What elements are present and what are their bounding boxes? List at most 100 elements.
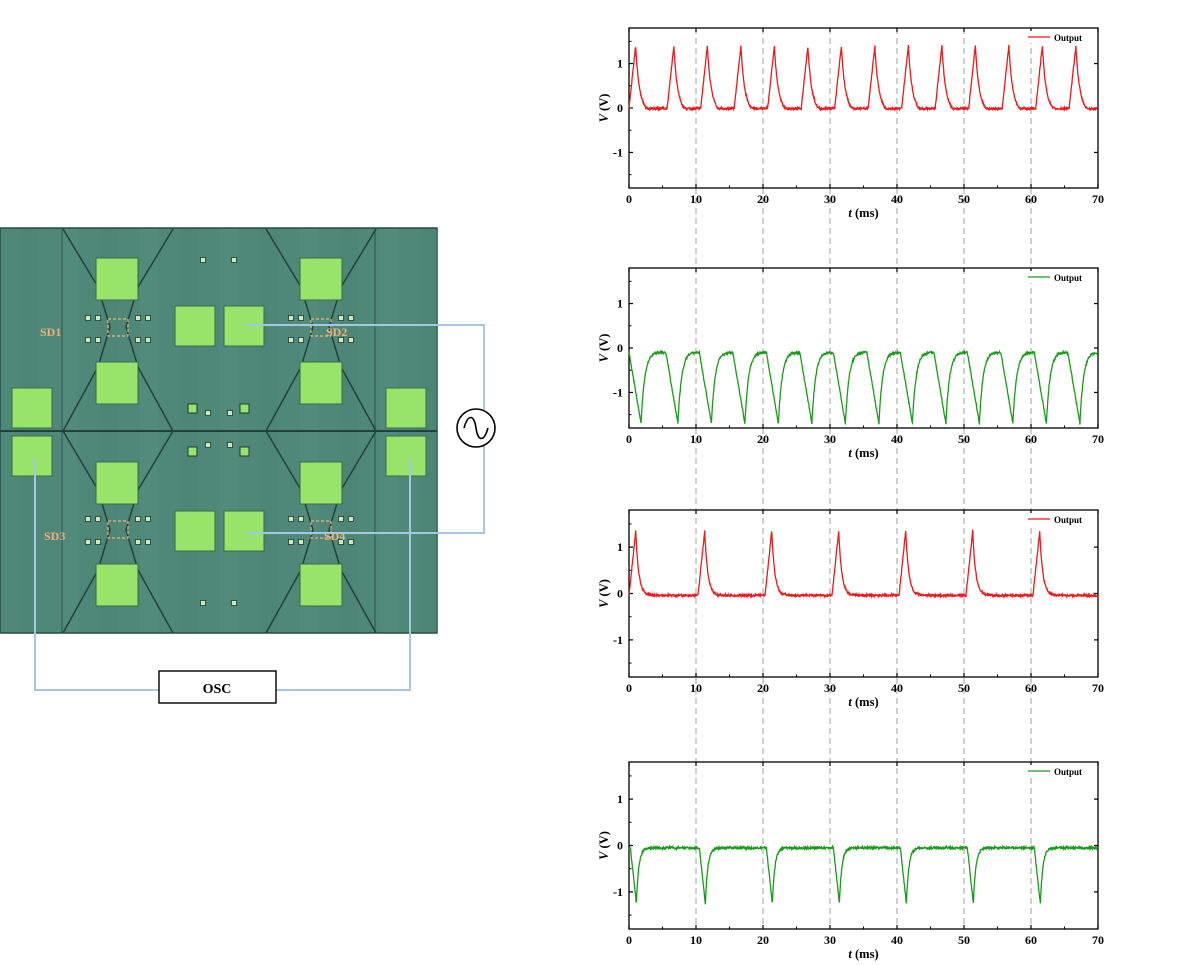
x-tick-label: 0	[626, 192, 632, 206]
x-tick-label: 10	[690, 432, 702, 446]
device-box	[107, 318, 129, 337]
alignment-mark	[288, 539, 294, 545]
y-axis-var: V	[597, 598, 611, 608]
electrode-pad	[95, 563, 139, 607]
y-tick-label: -1	[613, 385, 623, 399]
alignment-marks	[85, 257, 354, 606]
plot-frame	[628, 761, 1099, 930]
x-axis-var: t	[848, 695, 852, 709]
electrode-pads	[11, 257, 427, 607]
x-axis-label: t (ms)	[848, 695, 878, 709]
y-tick-label: -1	[613, 633, 623, 647]
x-axis-unit: (ms)	[852, 947, 879, 961]
legend-label: Output	[1054, 515, 1082, 525]
x-tick-label: 10	[690, 192, 702, 206]
alignment-mark	[348, 337, 354, 343]
alignment-mark	[288, 337, 294, 343]
device-boxes	[107, 318, 332, 539]
electrode-pad	[385, 387, 427, 429]
alignment-mark	[348, 516, 354, 522]
alignment-mark	[145, 516, 151, 522]
alignment-mark	[205, 442, 211, 448]
x-tick-label: 10	[690, 681, 702, 695]
alignment-mark	[348, 315, 354, 321]
x-tick-label: 20	[757, 192, 769, 206]
y-axis-var: V	[597, 850, 611, 860]
alignment-mark	[298, 315, 304, 321]
x-tick-label: 50	[958, 432, 970, 446]
legend-label: Output	[1054, 767, 1082, 777]
alignment-mark	[298, 337, 304, 343]
device-micrograph: SD1 SD2 SD3 SD4 OSC	[0, 227, 496, 704]
alignment-mark	[227, 442, 233, 448]
alignment-mark	[135, 516, 141, 522]
alignment-mark	[338, 516, 344, 522]
alignment-mark	[338, 315, 344, 321]
alignment-mark	[145, 337, 151, 343]
device-box	[310, 318, 332, 337]
y-tick-label: 0	[617, 839, 623, 853]
electrode-pad	[299, 257, 343, 301]
alignment-mark	[135, 539, 141, 545]
electrode-pad	[385, 435, 427, 477]
series-line	[628, 529, 1099, 600]
x-axis-var: t	[848, 446, 852, 460]
small-pad	[187, 446, 198, 457]
sine-icon	[463, 416, 489, 440]
alignment-mark	[95, 337, 101, 343]
alignment-mark	[85, 516, 91, 522]
legend-label: Output	[1054, 273, 1082, 283]
legend-bg	[1024, 271, 1096, 283]
device-label-sd3: SD3	[44, 529, 65, 543]
y-axis-unit: (V)	[597, 334, 611, 354]
alignment-mark	[298, 539, 304, 545]
legend-label: Output	[1054, 33, 1082, 43]
alignment-mark	[145, 539, 151, 545]
y-tick-label: -1	[613, 885, 623, 899]
y-axis-var: V	[597, 352, 611, 362]
y-tick-label: 0	[617, 587, 623, 601]
alignment-mark	[95, 315, 101, 321]
alignment-mark	[338, 539, 344, 545]
x-axis-unit: (ms)	[852, 695, 879, 709]
x-tick-label: 20	[757, 432, 769, 446]
alignment-mark	[288, 516, 294, 522]
series-line	[628, 349, 1099, 426]
x-axis-label: t (ms)	[848, 446, 878, 460]
device-label-sd2: SD2	[326, 325, 347, 339]
alignment-mark	[85, 337, 91, 343]
legend-bg	[1024, 513, 1096, 525]
electrode-pad	[223, 510, 265, 552]
y-tick-label: 0	[617, 101, 623, 115]
time-guide-lines	[695, 28, 1032, 929]
alignment-mark	[95, 516, 101, 522]
x-tick-label: 60	[1025, 192, 1037, 206]
alignment-mark	[85, 539, 91, 545]
x-tick-label: 30	[824, 432, 836, 446]
x-tick-label: 0	[626, 432, 632, 446]
x-tick-label: 40	[891, 432, 903, 446]
device-label-sd4: SD4	[324, 529, 345, 543]
small-pad	[239, 403, 250, 414]
y-axis-unit: (V)	[597, 579, 611, 599]
x-axis-var: t	[848, 206, 852, 220]
alignment-mark	[135, 337, 141, 343]
x-tick-label: 50	[958, 192, 970, 206]
electrode-pad	[299, 461, 343, 505]
y-axis-label: V (V)	[597, 579, 611, 608]
x-axis-label: t (ms)	[848, 206, 878, 220]
x-tick-label: 50	[958, 681, 970, 695]
electrode-pad	[95, 257, 139, 301]
alignment-mark	[200, 600, 206, 606]
y-axis-var: V	[597, 112, 611, 122]
y-tick-label: 1	[617, 792, 623, 806]
y-axis-unit: (V)	[597, 94, 611, 114]
x-tick-label: 70	[1092, 681, 1104, 695]
x-axis-unit: (ms)	[852, 206, 879, 220]
alignment-mark	[135, 315, 141, 321]
alignment-mark	[288, 315, 294, 321]
